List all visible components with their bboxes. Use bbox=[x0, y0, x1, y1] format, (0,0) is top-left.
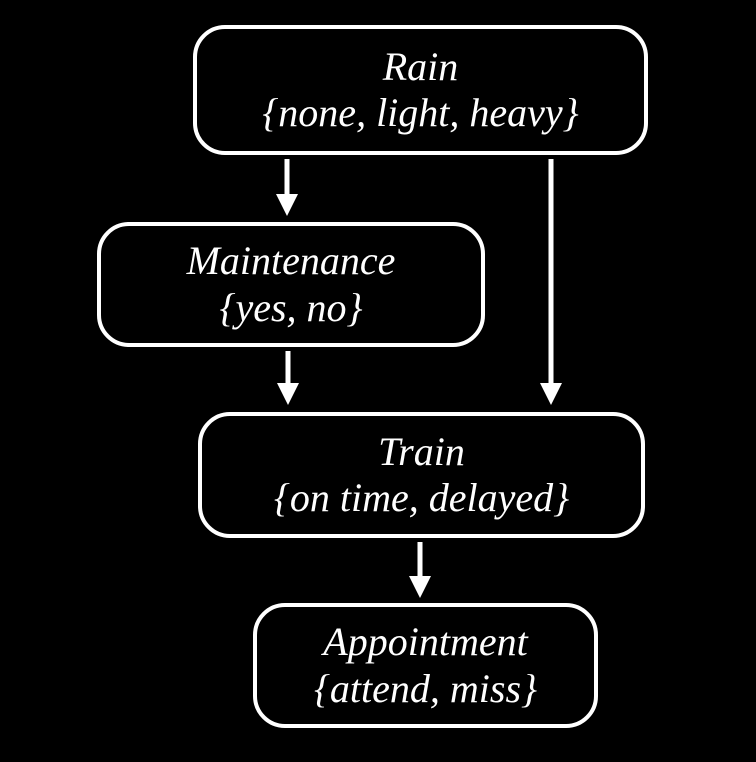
edge-train-to-appointment bbox=[409, 542, 431, 598]
edge-rain-to-maintenance bbox=[276, 159, 298, 216]
node-rain-label: Rain bbox=[382, 43, 459, 89]
node-rain-states: {none, light, heavy} bbox=[262, 90, 579, 135]
node-rain: Rain {none, light, heavy} bbox=[193, 25, 648, 155]
node-train-label: Train bbox=[378, 428, 465, 474]
node-appointment: Appointment {attend, miss} bbox=[253, 603, 598, 728]
node-maintenance-label: Maintenance bbox=[186, 238, 396, 284]
node-maintenance-states: {yes, no} bbox=[219, 284, 363, 330]
node-appointment-label: Appointment bbox=[323, 619, 528, 665]
node-appointment-states: {attend, miss} bbox=[313, 665, 538, 711]
node-maintenance: Maintenance {yes, no} bbox=[97, 222, 485, 347]
node-train: Train {on time, delayed} bbox=[198, 412, 645, 538]
edge-rain-to-train bbox=[540, 159, 562, 405]
edge-maintenance-to-train bbox=[277, 351, 299, 405]
node-train-states: {on time, delayed} bbox=[273, 475, 570, 520]
